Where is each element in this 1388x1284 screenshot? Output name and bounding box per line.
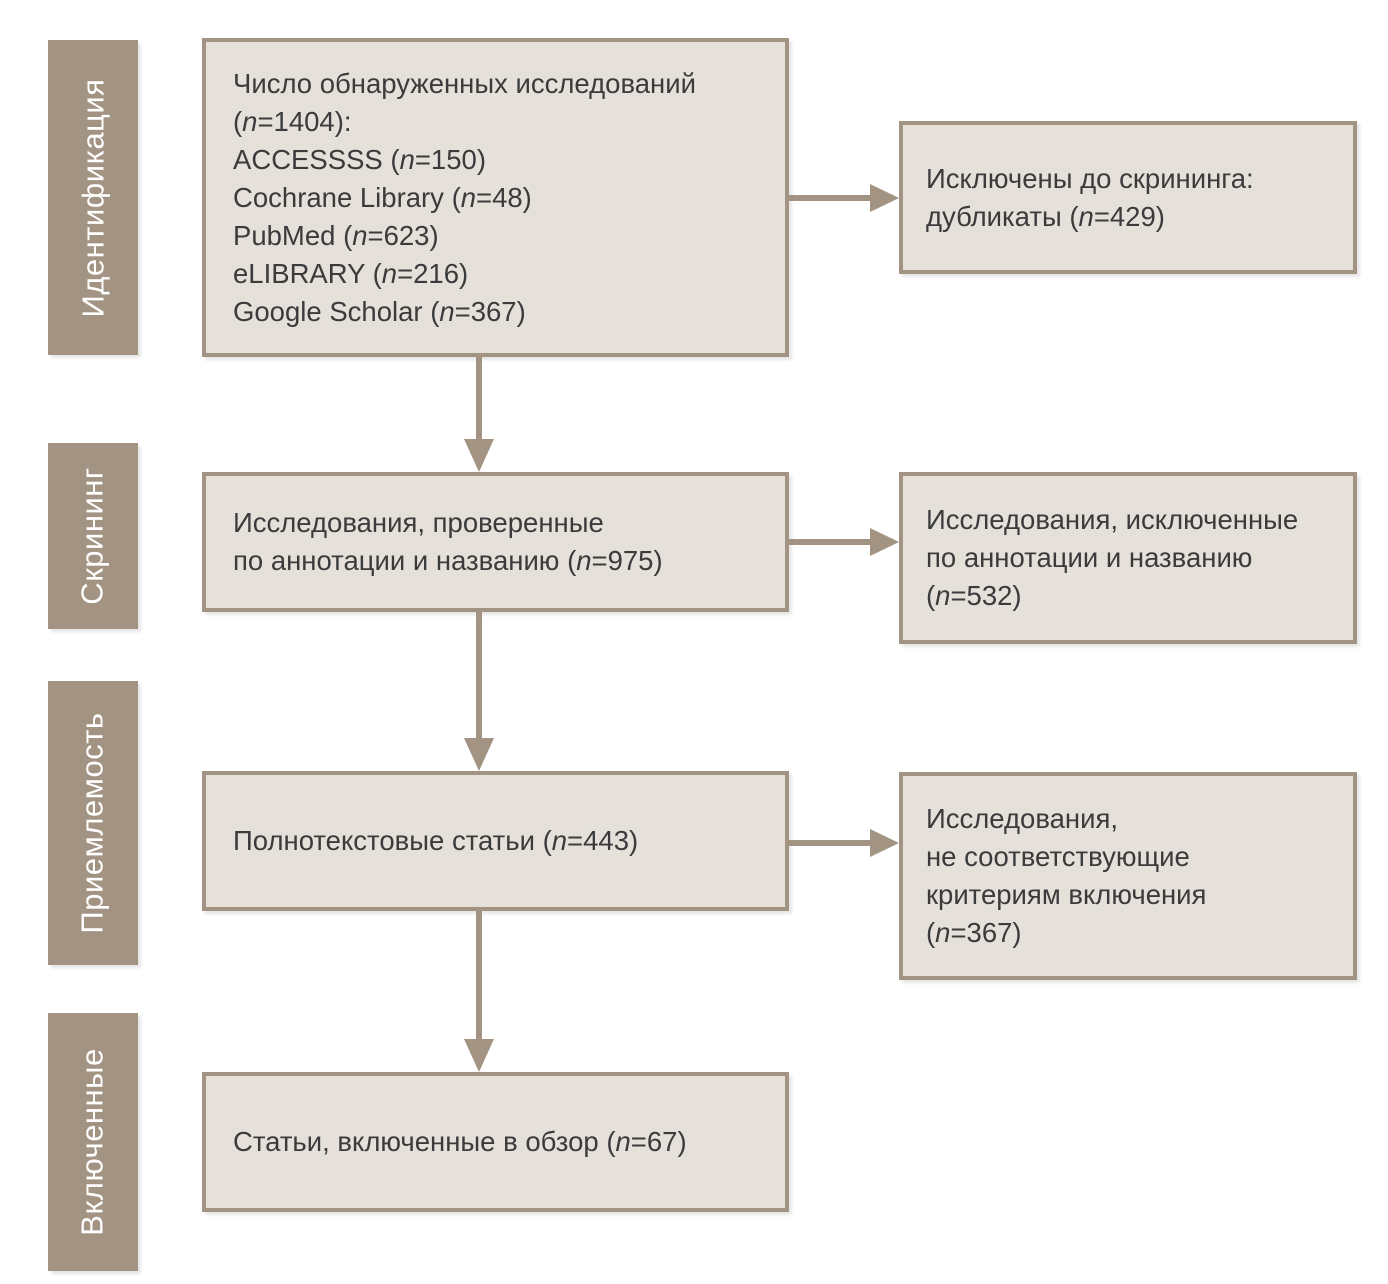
box-text-line: Исследования, проверенные	[233, 507, 604, 538]
arrow-shaft	[476, 357, 482, 439]
box-text-line: Статьи, включенные в обзор (n=67)	[233, 1126, 687, 1157]
arrow-head	[870, 528, 899, 556]
arrow-shaft	[789, 195, 870, 201]
arrow-shaft	[789, 539, 870, 545]
right-arrow-icon	[789, 184, 899, 212]
box-text-line: не соответствующие	[926, 841, 1190, 872]
down-arrow-icon	[464, 911, 494, 1072]
box-text-line: Число обнаруженных исследований	[233, 67, 696, 99]
arrow-head	[464, 439, 494, 472]
down-arrow-icon	[464, 612, 494, 771]
box-text-line: (n=1404):	[233, 105, 352, 137]
box-text-line: критериям включения	[926, 879, 1207, 910]
box-text-line: Исключены до скрининга:	[926, 162, 1254, 194]
box-text-line: ACCESSSS (n=150)	[233, 143, 486, 175]
stage-label-screening: Скрининг	[48, 443, 138, 629]
arrow-head	[870, 829, 899, 857]
box-text-line: eLIBRARY (n=216)	[233, 257, 469, 289]
stage-label-text: Скрининг	[75, 467, 110, 605]
box-text-line: Google Scholar (n=367)	[233, 295, 526, 327]
flow-box-records-screened: Исследования, проверенные по аннотации и …	[202, 472, 789, 612]
arrow-shaft	[476, 911, 482, 1039]
down-arrow-icon	[464, 357, 494, 472]
arrow-shaft	[476, 612, 482, 738]
box-text-line: Cochrane Library (n=48)	[233, 181, 532, 213]
flow-box-articles-included: Статьи, включенные в обзор (n=67)	[202, 1072, 789, 1212]
stage-label-identification: Идентификация	[48, 40, 138, 355]
right-arrow-icon	[789, 528, 899, 556]
box-text-line: (n=532)	[926, 580, 1022, 611]
stage-label-included: Включенные	[48, 1013, 138, 1271]
box-text-line: по аннотации и названию	[926, 542, 1253, 573]
arrow-head	[464, 1039, 494, 1072]
box-text-line: Исследования,	[926, 803, 1119, 834]
flow-box-records-identified: Число обнаруженных исследований (n=1404):…	[202, 38, 789, 357]
arrow-head	[870, 184, 899, 212]
box-text-line: PubMed (n=623)	[233, 219, 439, 251]
excluded-box-by-abstract-title: Исследования, исключенные по аннотации и …	[899, 472, 1357, 644]
box-text-line: Исследования, исключенные	[926, 504, 1299, 535]
box-text-line: Полнотекстовые статьи (n=443)	[233, 825, 639, 856]
box-text-line: по аннотации и названию (n=975)	[233, 545, 663, 576]
stage-label-text: Включенные	[75, 1048, 110, 1236]
excluded-box-not-meeting-criteria: Исследования, не соответствующие критериям…	[899, 772, 1357, 980]
flow-box-fulltext-articles: Полнотекстовые статьи (n=443)	[202, 771, 789, 911]
stage-label-text: Приемлемость	[75, 712, 110, 934]
box-text-line: (n=367)	[926, 917, 1022, 948]
stage-label-text: Идентификация	[75, 78, 111, 317]
arrow-head	[464, 738, 494, 771]
excluded-box-duplicates: Исключены до скрининга: дубликаты (n=429)	[899, 121, 1357, 274]
right-arrow-icon	[789, 829, 899, 857]
stage-label-eligibility: Приемлемость	[48, 681, 138, 965]
box-text-line: дубликаты (n=429)	[926, 200, 1165, 232]
arrow-shaft	[789, 840, 870, 846]
